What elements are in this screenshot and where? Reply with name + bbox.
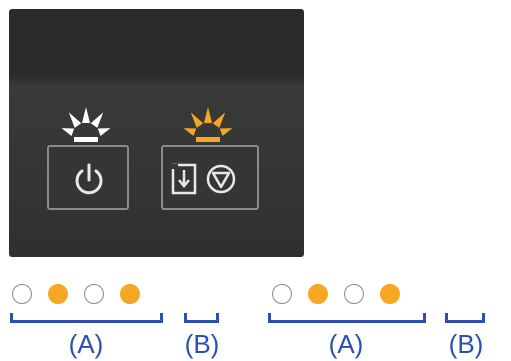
lamp-on-indicator [120, 284, 140, 304]
lamp-on-indicator [308, 284, 328, 304]
power-button[interactable] [47, 145, 129, 210]
alarm-lamp-rays [183, 107, 233, 142]
lamp-off-indicator [344, 284, 364, 304]
lamp-off-indicator [272, 284, 292, 304]
stop-reset-button[interactable] [161, 145, 259, 210]
lamp-off-indicator [12, 284, 32, 304]
group-bracket [184, 313, 219, 323]
power-lamp-ray [82, 107, 90, 123]
alarm-lamp-ray [219, 128, 233, 136]
lamp-on-indicator [48, 284, 68, 304]
group-bracket [445, 313, 485, 323]
stop-icon [206, 164, 236, 194]
group-label: (A) [328, 329, 364, 359]
group-label: (A) [68, 329, 104, 359]
power-lamp-ray [90, 112, 104, 128]
group-bracket [268, 313, 426, 323]
power-lamp-ray [61, 128, 75, 136]
group-bracket [10, 313, 163, 323]
power-lamp-rays [61, 107, 111, 142]
alarm-lamp-ray [212, 112, 226, 128]
reset-stop-glyphs [171, 163, 236, 195]
group-label: (B) [184, 329, 220, 359]
power-lamp-bar [74, 137, 98, 142]
power-lamp-ray [97, 128, 111, 136]
printer-operation-panel [9, 9, 304, 257]
alarm-lamp-ray [204, 107, 212, 123]
power-lamp-ray [68, 112, 82, 128]
alarm-lamp-bar [196, 137, 220, 142]
group-label: (B) [448, 329, 484, 359]
lamp-on-indicator [380, 284, 400, 304]
alarm-lamp-ray [183, 128, 197, 136]
power-icon [75, 163, 103, 195]
alarm-lamp-ray [190, 112, 204, 128]
lamp-off-indicator [84, 284, 104, 304]
reset-icon [171, 163, 197, 195]
